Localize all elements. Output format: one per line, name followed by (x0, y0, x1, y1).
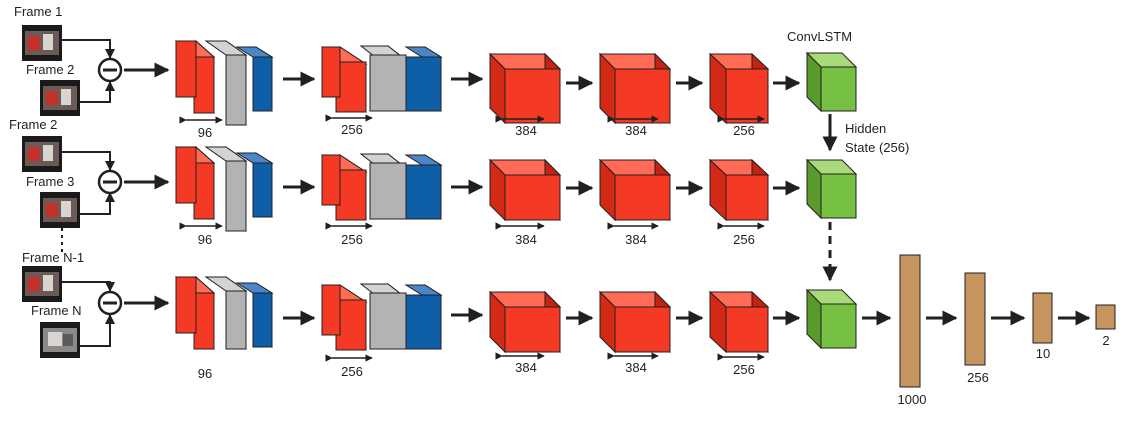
connector-line (62, 151, 115, 171)
dimension-label: 256 (341, 122, 363, 137)
connector-line (62, 39, 115, 59)
conv-block-5 (708, 158, 770, 222)
hidden-state-label: State (256) (845, 140, 909, 155)
dimension-label: 96 (198, 232, 212, 247)
conv-block-3 (488, 158, 562, 222)
frame-label-a: Frame N-1 (22, 250, 84, 265)
frame-thumbnail-a (22, 25, 62, 61)
fc-layers: 1000 256 10 2 (898, 254, 1116, 407)
dimension-label: 96 (198, 125, 212, 140)
conv-block-4 (598, 158, 672, 222)
dimension-label: 256 (733, 232, 755, 247)
dimension-label: 96 (198, 366, 212, 381)
dimension-label: 384 (625, 232, 647, 247)
subtract-icon (97, 169, 123, 195)
frame-label-b: Frame 3 (26, 174, 74, 189)
fc-label: 10 (1036, 346, 1050, 361)
dimension-label: 384 (515, 360, 537, 375)
row-1: Frame 1 Frame 2 (14, 4, 909, 155)
fc-label: 1000 (898, 392, 927, 407)
conv-block-1 (174, 39, 274, 126)
frame-label-a: Frame 2 (9, 117, 57, 132)
conv-block-3 (488, 290, 562, 354)
frame-label-a: Frame 1 (14, 4, 62, 19)
convlstm-cell-2 (805, 158, 858, 220)
dimension-label: 384 (515, 232, 537, 247)
subtract-icon (97, 57, 123, 83)
frame-thumbnail-b (40, 80, 80, 116)
conv-block-5 (708, 290, 770, 354)
frame-thumbnail-b (40, 192, 80, 228)
dimension-label: 384 (625, 123, 647, 138)
hidden-state-label: Hidden (845, 121, 886, 136)
frame-thumbnail-b (40, 322, 80, 358)
dimension-label: 384 (625, 360, 647, 375)
conv-block-5 (708, 52, 770, 125)
conv-block-2 (320, 282, 443, 351)
conv-block-2 (320, 44, 443, 113)
connector-line (80, 314, 115, 347)
fc-layer-1000 (899, 254, 921, 388)
conv-block-4 (598, 52, 672, 125)
frame-thumbnail-a (22, 266, 62, 302)
dimension-label: 256 (733, 123, 755, 138)
dimension-label: 256 (341, 364, 363, 379)
dimension-label: 256 (733, 362, 755, 377)
connector-line (62, 281, 115, 292)
row-3: Frame N-1 Frame N (22, 250, 892, 381)
fc-label: 2 (1102, 333, 1109, 348)
conv-block-4 (598, 290, 672, 354)
dimension-label: 256 (341, 232, 363, 247)
convlstm-cell-3 (805, 288, 858, 350)
dimension-label: 384 (515, 123, 537, 138)
fc-layer-10 (1032, 292, 1053, 344)
row-2: Frame 2 Frame 3 (9, 117, 858, 282)
fc-label: 256 (967, 370, 989, 385)
fc-layer-256 (964, 272, 986, 366)
conv-block-1 (174, 145, 274, 232)
frame-label-b: Frame N (31, 303, 82, 318)
fc-layer-2 (1095, 304, 1116, 330)
conv-block-2 (320, 152, 443, 221)
connector-line (80, 192, 115, 215)
convlstm-cell-1 (805, 51, 858, 113)
subtract-icon (97, 290, 123, 316)
conv-block-3 (488, 52, 562, 125)
convlstm-label: ConvLSTM (787, 29, 852, 44)
conv-block-1 (174, 275, 274, 351)
frame-label-b: Frame 2 (26, 62, 74, 77)
frame-thumbnail-a (22, 136, 62, 172)
connector-line (80, 81, 115, 103)
